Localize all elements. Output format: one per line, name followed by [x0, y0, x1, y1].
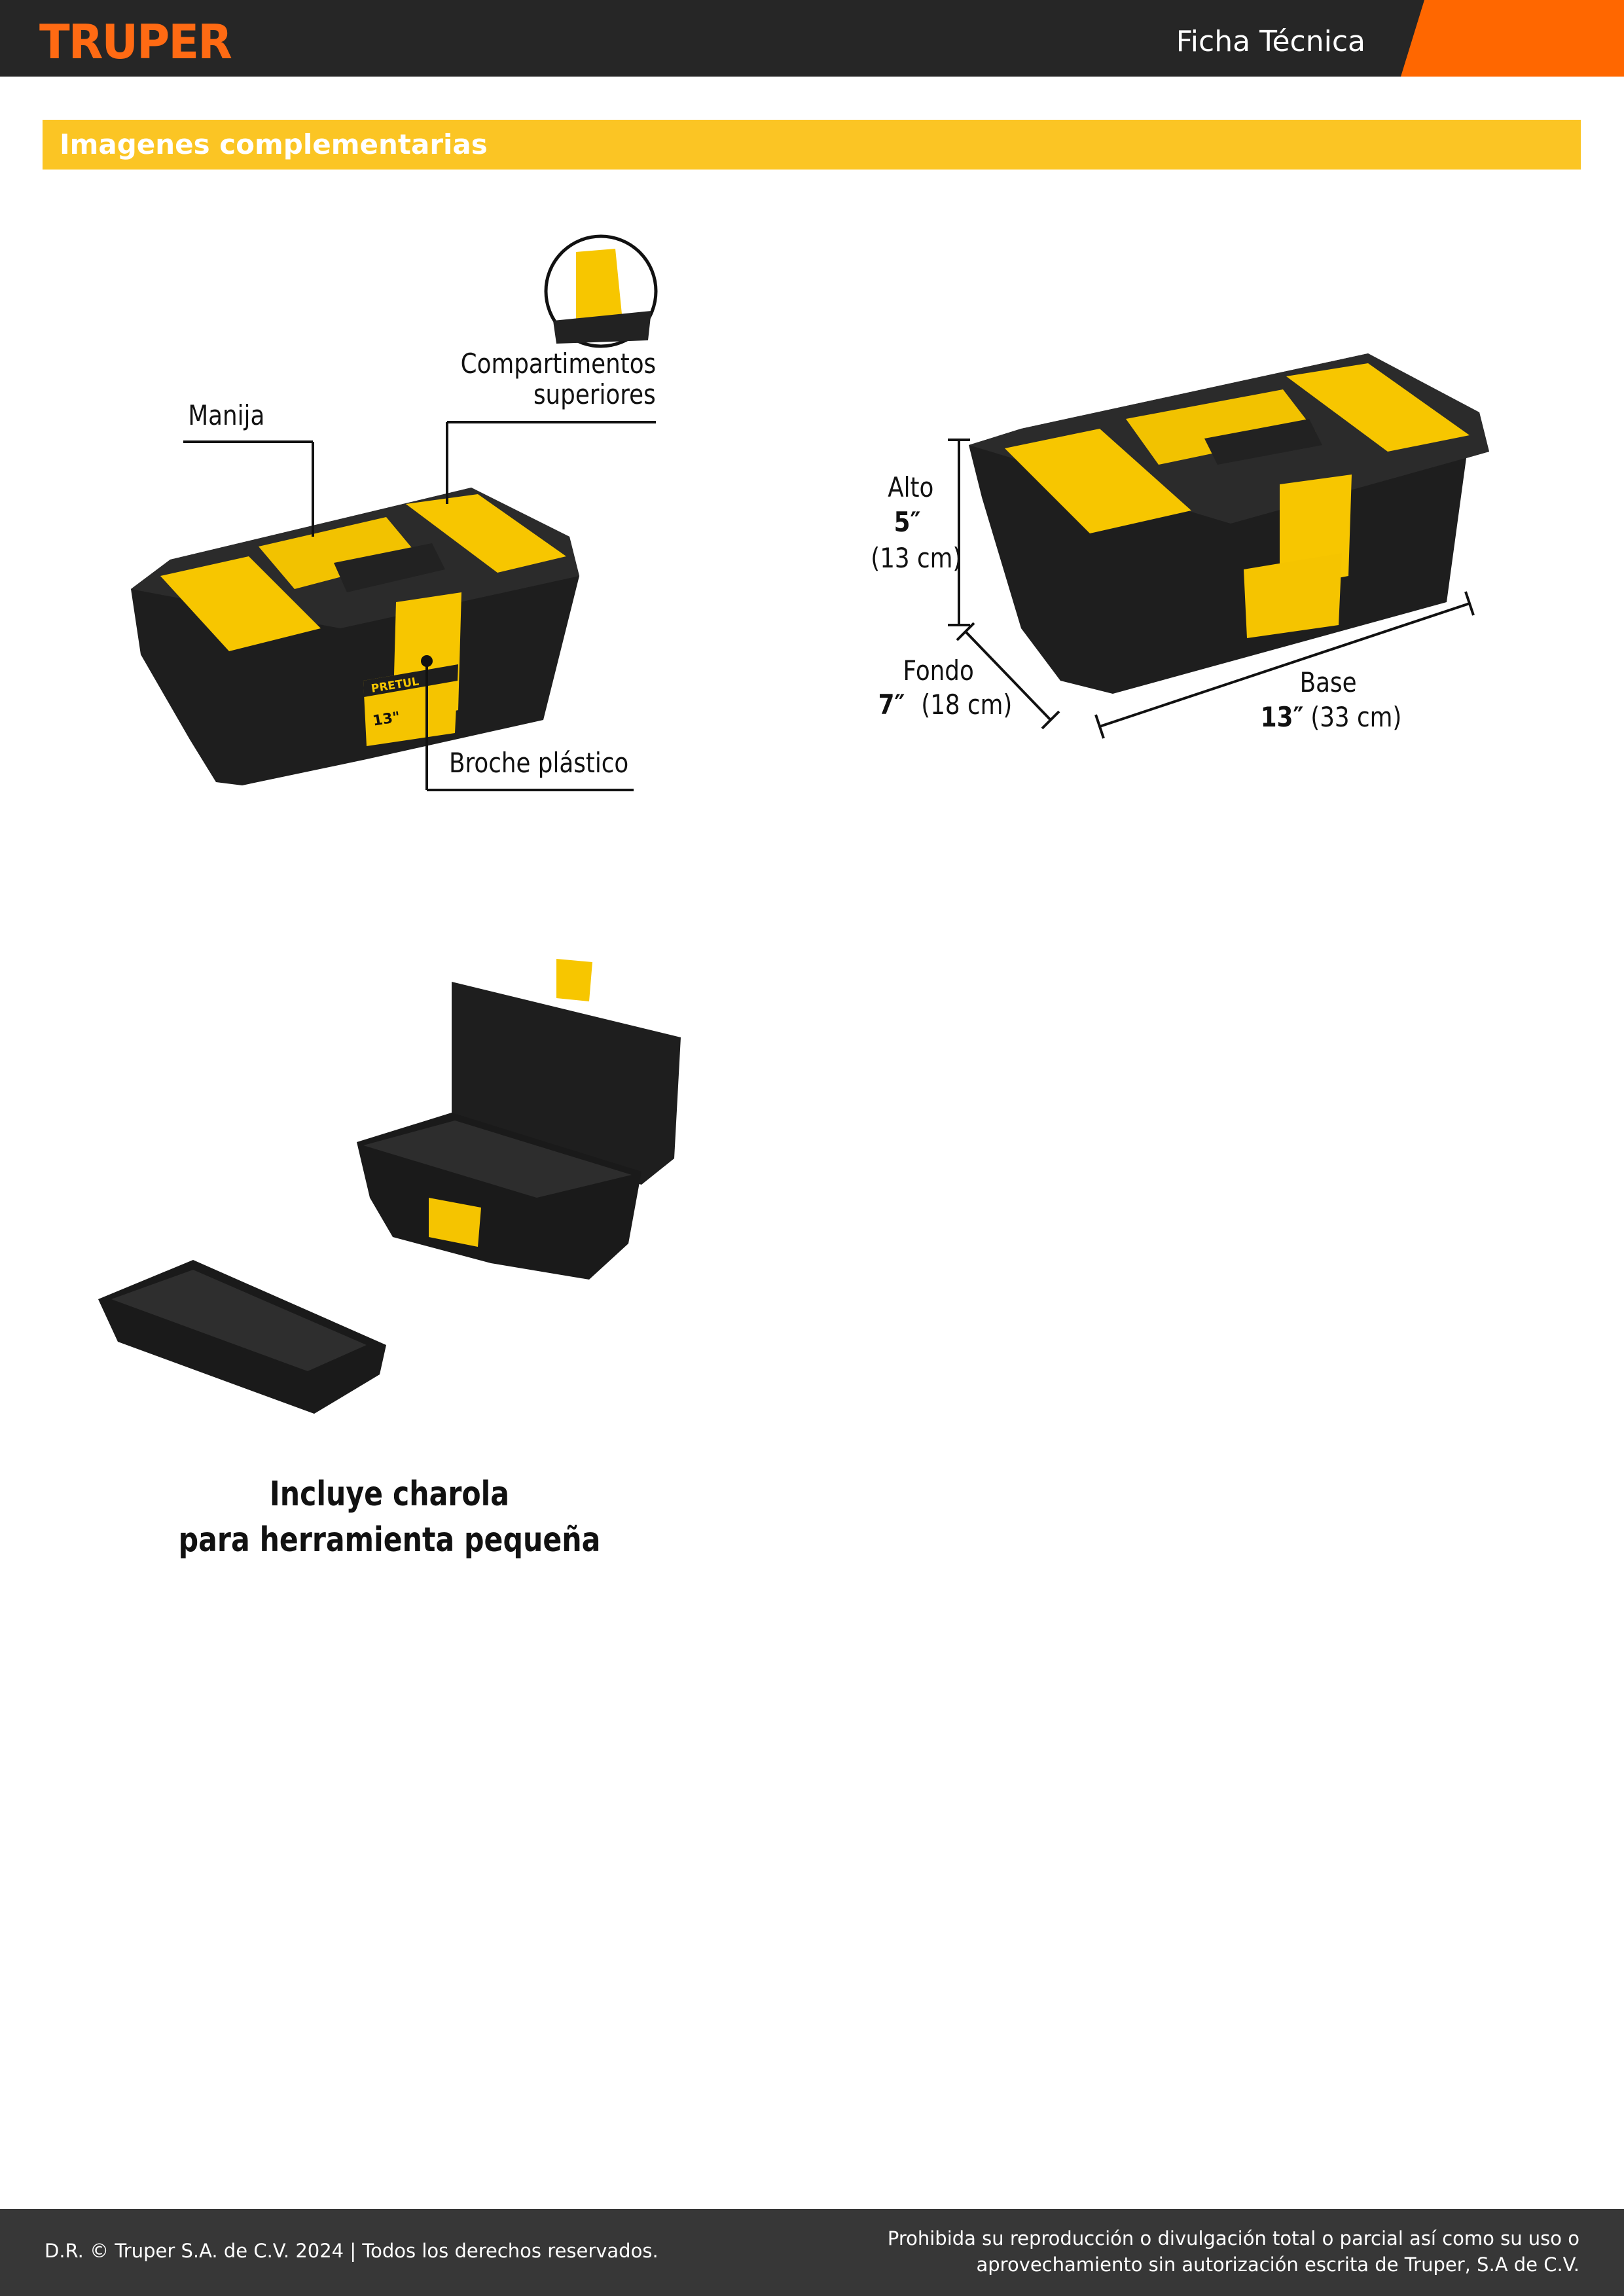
section-title: Imagenes complementarias: [60, 128, 488, 160]
label-latch: Broche plástico: [449, 747, 629, 779]
label-handle: Manija: [188, 399, 265, 431]
header: TRUPER Ficha Técnica: [0, 0, 1624, 77]
base-label: Base: [1299, 666, 1357, 698]
height-inches: 5″: [893, 506, 921, 538]
label-compartments-line1: Compartimentos: [460, 348, 656, 380]
toolbox-dimensions-image: [948, 353, 1489, 739]
section-header: Imagenes complementarias: [43, 120, 1581, 170]
height-cm: (13 cm): [871, 542, 962, 574]
depth-cm: (18 cm): [921, 689, 1013, 721]
orange-accent: [1401, 0, 1624, 77]
footer: D.R. © Truper S.A. de C.V. 2024 | Todos …: [0, 2209, 1624, 2296]
footer-legal: Prohibida su reproducción o divulgación …: [888, 2225, 1579, 2278]
truper-logo: TRUPER: [39, 14, 232, 69]
toolbox-open-image: [98, 959, 681, 1414]
footer-legal-line1: Prohibida su reproducción o divulgación …: [887, 2227, 1579, 2250]
depth-label: Fondo: [903, 655, 974, 687]
caption-line1: Incluye charola: [269, 1475, 510, 1514]
footer-copyright: D.R. © Truper S.A. de C.V. 2024 | Todos …: [45, 2240, 659, 2262]
depth-inches: 7″: [878, 689, 905, 721]
base-inches: 13″: [1260, 701, 1304, 733]
toolbox-closed-image: [131, 234, 658, 791]
page-title: Ficha Técnica: [1176, 25, 1365, 58]
height-label: Alto: [888, 471, 934, 503]
label-compartments-line2: superiores: [533, 378, 656, 410]
caption-line2: para herramienta pequeña: [178, 1520, 601, 1560]
base-cm: (33 cm): [1310, 701, 1402, 733]
footer-legal-line2: aprovechamiento sin autorización escrita…: [976, 2253, 1579, 2276]
